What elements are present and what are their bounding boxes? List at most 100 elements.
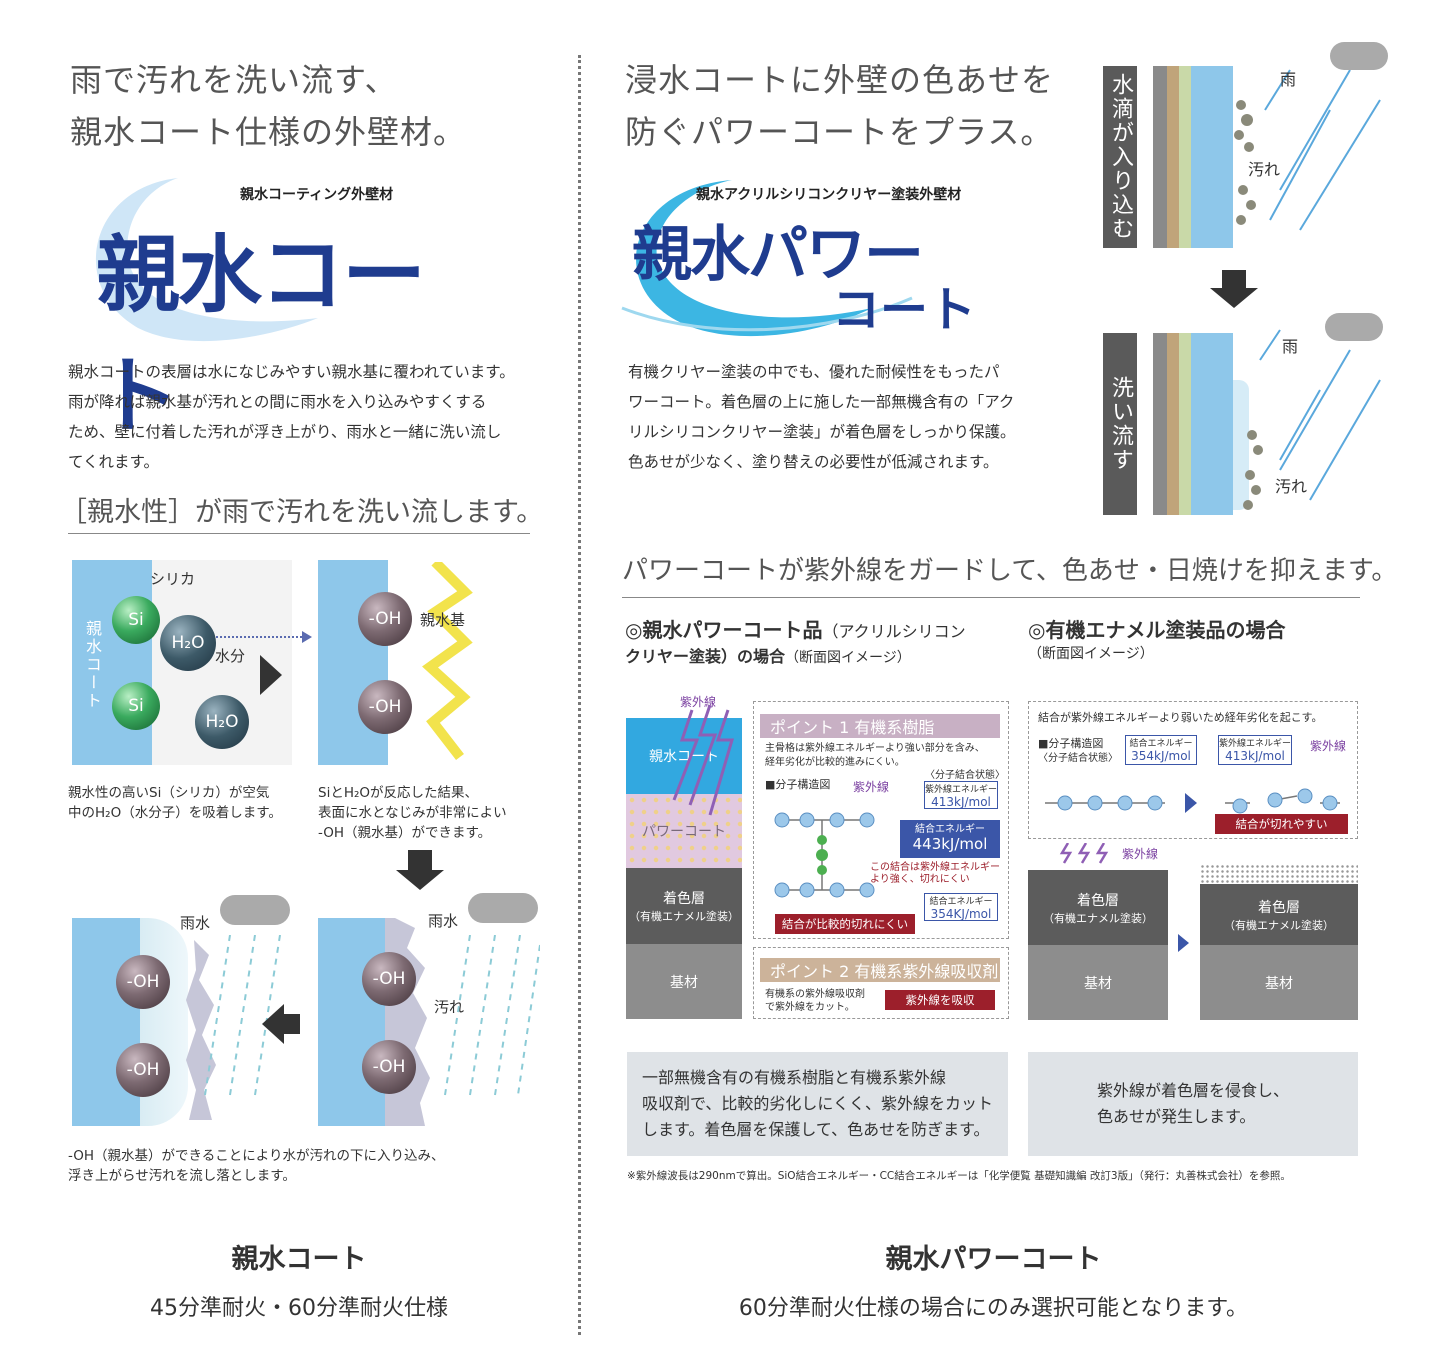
footnote: ※紫外線波長は290nmで算出。SiO結合エネルギー・CC結合エネルギーは「化学…	[627, 1170, 1291, 1182]
point1-note-line: より強く、切れにくい	[870, 874, 970, 885]
case1-heading-main2: クリヤー塗装）の場合	[625, 647, 786, 666]
point1-text-line: 主骨格は紫外線エネルギーより強い部分を含み、	[765, 743, 985, 754]
dirt-label: 汚れ	[434, 998, 465, 1016]
wall-bottom-rain	[1259, 329, 1381, 501]
case2-mol-label-line: ■分子構造図	[1038, 737, 1104, 750]
point1-text: 主骨格は紫外線エネルギーより強い部分を含み、 経年劣化が比較的進みにくい。	[765, 742, 1005, 770]
step2-panel	[318, 560, 388, 765]
summary1-box: 一部無機含有の有機系樹脂と有機系紫外線 吸収剤で、比較的劣化しにくく、紫外線をカ…	[627, 1052, 1008, 1156]
caption-line: 中のH₂O（水分子）を吸着します。	[68, 805, 282, 821]
si-ball: Si	[112, 596, 160, 644]
right-description-line: ワーコート。着色層の上に施した一部無機含有の「アク	[628, 393, 1015, 411]
rain-lines	[204, 935, 281, 1096]
case2-color-after: 着色層 （有機エナメル塗装）	[1200, 884, 1358, 945]
case2-uv-label2: 紫外線	[1122, 847, 1159, 861]
layer-color-main: 着色層	[663, 891, 705, 907]
case2-mol-label: ■分子構造図 〈分子結合状態〉	[1038, 736, 1118, 766]
rain-water-label: 雨水	[180, 914, 211, 932]
caption-line: -OH（親水基）ができます。	[318, 825, 492, 841]
left-description: 親水コートの表層は水になじみやすい親水基に覆われています。 雨が降れば親水基が汚…	[68, 357, 558, 477]
energy-value: 443kJ/mol	[912, 835, 988, 853]
dotted-arrow-head	[302, 631, 312, 643]
point1-text-line: 経年劣化が比較的進みにくい。	[765, 757, 905, 768]
oh-ball: -OH	[358, 592, 412, 646]
water-label: 水分	[215, 647, 246, 665]
right-description: 有機クリヤー塗装の中でも、優れた耐候性をもったパ ワーコート。着色層の上に施した…	[628, 357, 1048, 477]
case1-uv-label: 紫外線	[680, 695, 717, 709]
layer-color-sub: （有機エナメル塗装）	[629, 910, 739, 923]
point1-note: この結合は紫外線エネルギー より強く、切れにくい	[870, 862, 1000, 886]
point2-text-line: 有機系の紫外線吸収剤	[765, 989, 865, 1000]
caption-line: SiとH₂Oが反応した結果、	[318, 785, 479, 801]
left-description-line: ため、壁に付着した汚れが浮き上がり、雨水と一緒に洗い流し	[68, 423, 502, 441]
wall-bottom-dirt	[1243, 430, 1263, 510]
summary1-line: 吸収剤で、比較的劣化しにくく、紫外線をカット	[641, 1094, 994, 1113]
case2-bond-label-line: 〈分子結合状態〉	[1038, 753, 1118, 764]
left-description-line: てくれます。	[68, 453, 159, 471]
step4-caption: -OH（親水基）ができることにより水が汚れの下に入り込み、 浮き上がらせ汚れを流…	[68, 1146, 488, 1186]
wall-bottom-film	[1233, 380, 1249, 510]
left-description-line: 親水コートの表層は水になじみやすい親水基に覆われています。	[68, 363, 515, 381]
arrow-down-stem	[408, 850, 432, 872]
case1-heading: ◎親水パワーコート品（アクリルシリコン クリヤー塗装）の場合（断面図イメージ）	[625, 614, 1015, 667]
layer-base-label: 基材	[1084, 975, 1112, 992]
layer-color-sub: （有機エナメル塗装）	[1043, 911, 1153, 925]
energy-value: 413kJ/mol	[931, 795, 991, 809]
left-subheading-rule	[68, 533, 530, 534]
case1-heading-main: ◎親水パワーコート品	[625, 618, 823, 642]
energy-label: 紫外線エネルギー	[1219, 739, 1292, 749]
right-footer-sub: 60分準耐火仕様の場合にのみ選択可能となります。	[738, 1296, 1249, 1321]
energy-value: 354kJ/mol	[1131, 749, 1191, 763]
right-logo: 親水アクリルシリコンクリヤー塗装外壁材 親水パワー コート	[612, 168, 992, 343]
rain-water-label: 雨水	[428, 912, 459, 930]
arrow-down-icon	[396, 870, 444, 890]
case2-heading-paren: （断面図イメージ）	[1028, 646, 1154, 662]
uv-arrows-icon	[1059, 843, 1109, 864]
uv-heading: パワーコートが紫外線をガードして、色あせ・日焼けを抑えます。	[622, 556, 1398, 586]
energy-label: 結合エネルギー	[929, 897, 993, 907]
layer-color-main: 着色層	[1077, 892, 1119, 909]
summary1-line: 一部無機含有の有機系樹脂と有機系紫外線	[641, 1068, 946, 1087]
wall-top-label: 水滴が入り込む	[1103, 66, 1137, 248]
caption-line: 親水性の高いSi（シリカ）が空気	[68, 785, 270, 801]
left-title-line: 雨で汚れを洗い流す、	[70, 61, 398, 99]
dirt-layer	[385, 918, 430, 1126]
cloud-icon	[1325, 313, 1383, 341]
molecule-diagram	[774, 812, 875, 898]
point2-text: 有機系の紫外線吸収剤 で紫外線をカット。	[765, 988, 885, 1014]
case2-color-before: 着色層 （有機エナメル塗装）	[1028, 870, 1168, 945]
point2-head: ポイント 2 有機系紫外線吸収剤	[760, 958, 1000, 982]
left-footer-sub: 45分準耐火・60分準耐火仕様	[150, 1296, 448, 1321]
case1-heading-paren2: （断面図イメージ）	[785, 650, 911, 666]
wall-top-dirt-label: 汚れ	[1248, 160, 1281, 179]
oh-ball: -OH	[116, 955, 170, 1009]
left-logo-swoosh	[95, 178, 318, 342]
layer-base: 基材	[626, 944, 742, 1019]
wall-bottom-dirt-label: 汚れ	[1275, 477, 1308, 496]
layer-base-label: 基材	[670, 974, 698, 991]
step1-panel-label: 親水コート	[83, 620, 102, 710]
right-footer-title: 親水パワーコート	[885, 1244, 1102, 1275]
layer-color-sub: （有機エナメル塗装）	[1224, 918, 1334, 932]
right-title: 浸水コートに外壁の色あせを 防ぐパワーコートをプラス。	[625, 54, 1085, 158]
arrow-left-icon	[262, 1004, 284, 1044]
right-logo-main2: コート	[832, 282, 977, 338]
h2o-ball: H₂O	[195, 695, 249, 749]
h2o-ball: H₂O	[160, 615, 216, 671]
oh-ball: -OH	[358, 680, 412, 734]
cloud-icon	[468, 893, 538, 923]
case2-detail-box	[1028, 701, 1358, 839]
right-description-line: 色あせが少なく、塗り替えの必要性が低減されます。	[628, 453, 999, 471]
arrow-down-stem	[1222, 270, 1246, 290]
energy-value: 413kJ/mol	[1225, 749, 1285, 763]
wall-bottom-label: 洗い流す	[1103, 333, 1137, 515]
step1-panel	[72, 560, 152, 765]
dotted-arrow	[216, 636, 306, 638]
layer-color: 着色層 （有機エナメル塗装）	[626, 868, 742, 944]
oh-ball: -OH	[116, 1043, 170, 1097]
right-logo-main: 親水パワー	[632, 220, 924, 290]
